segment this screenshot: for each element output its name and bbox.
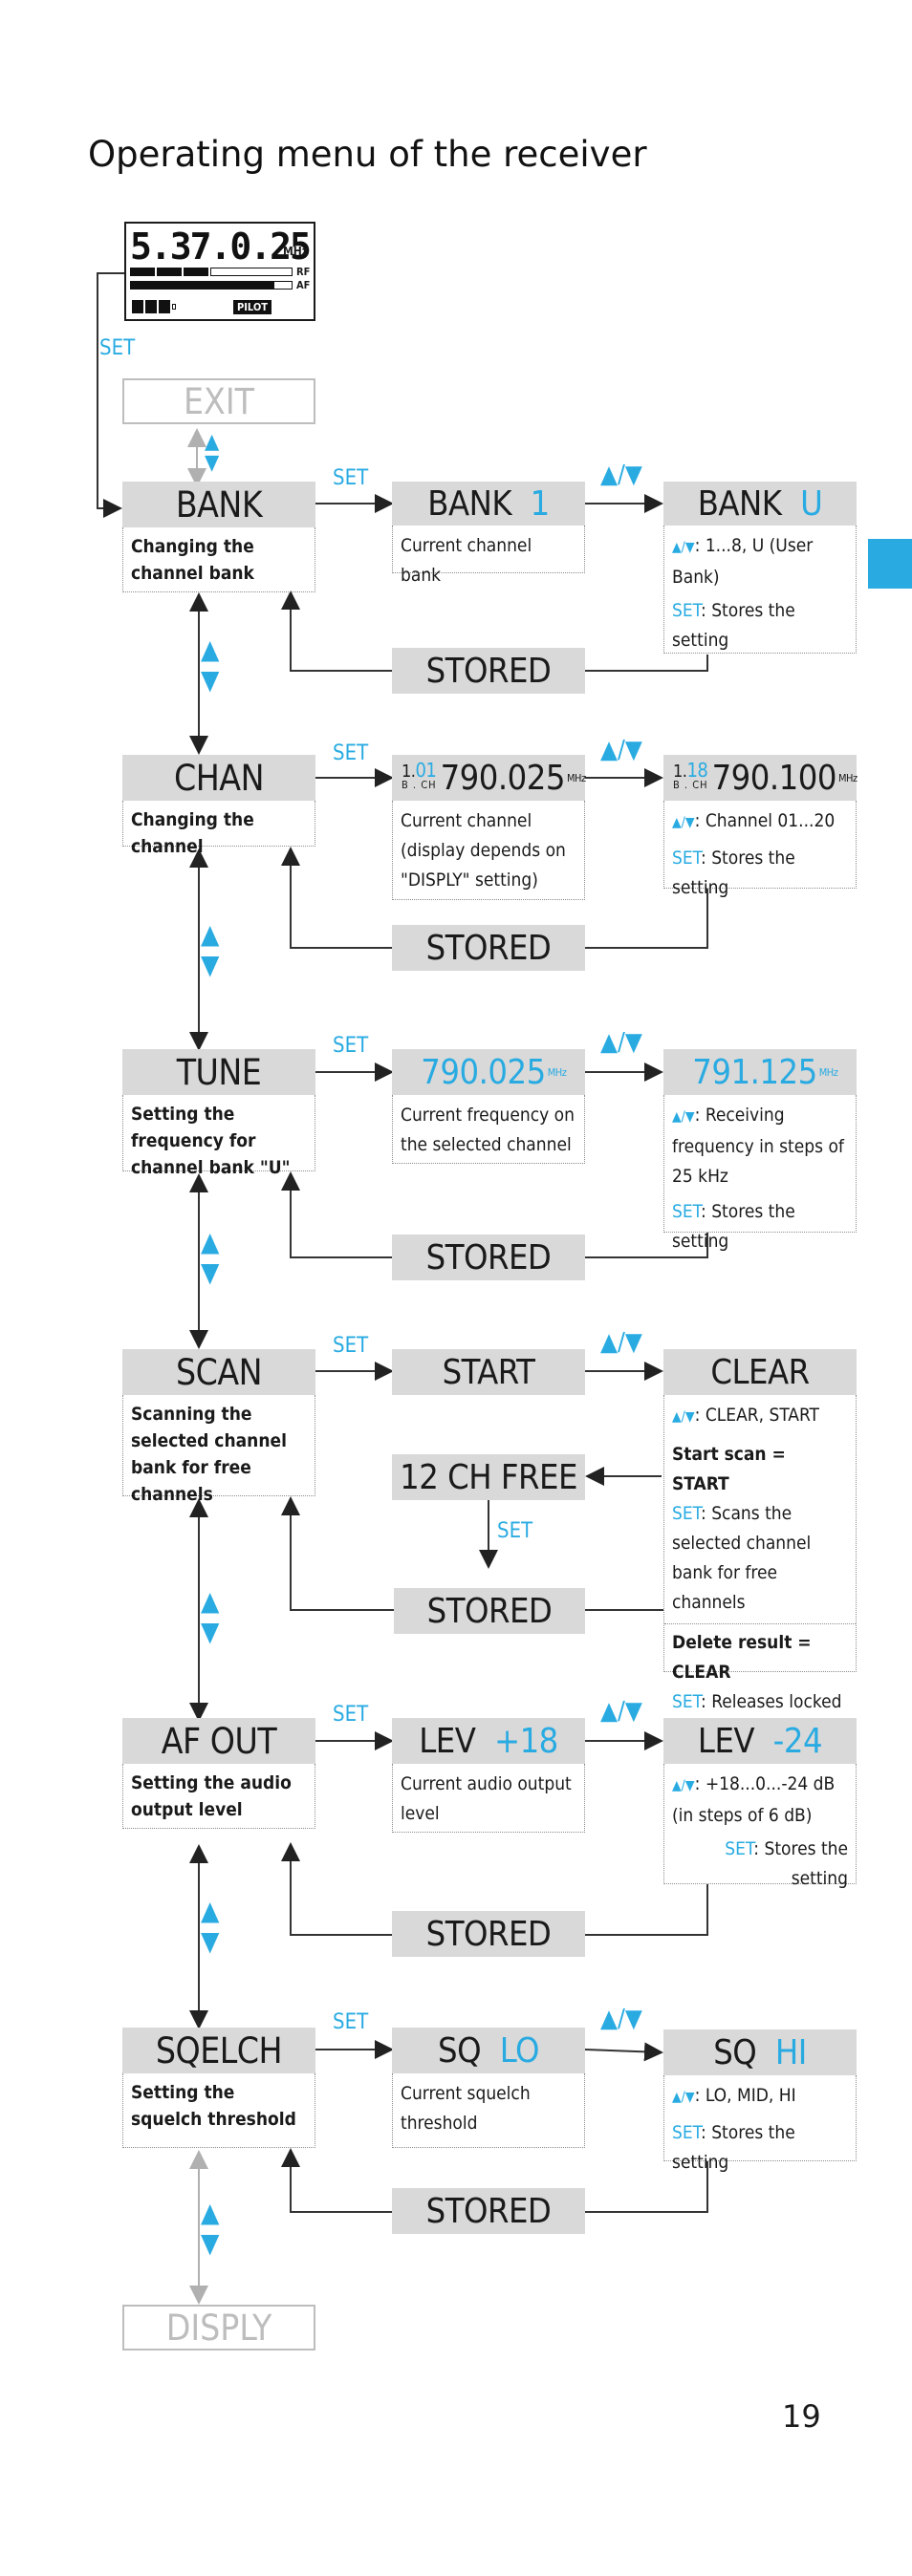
- scan-display-clear: CLEAR: [663, 1349, 857, 1395]
- afout-description: Setting the audio output level: [122, 1764, 315, 1829]
- display-rf: RF: [296, 266, 311, 278]
- bank-info-options: ▲/▼: 1...8, U (User Bank) SET: Stores th…: [663, 526, 857, 654]
- chan-info-current: Current channel (display depends on "DIS…: [392, 801, 585, 900]
- up-down-icon: ▲▼: [205, 430, 220, 475]
- chan-info-options: ▲/▼: Channel 01...20 SET: Stores the set…: [663, 801, 857, 898]
- bank-description: Changing the channel bank: [122, 527, 315, 592]
- set-label-lcd: SET: [99, 336, 136, 360]
- chan-stored: STORED: [392, 925, 585, 971]
- display-pilot: PILOT: [233, 300, 272, 314]
- set-label-bank: SET: [333, 466, 369, 490]
- tune-menu-item: TUNE: [122, 1049, 315, 1095]
- up-down-icon: ▲▼: [201, 633, 220, 696]
- scan-description: Scanning the selected channel bank for f…: [122, 1395, 315, 1505]
- tune-stored: STORED: [392, 1234, 585, 1280]
- scan-menu-item: SCAN: [122, 1349, 315, 1395]
- bank-stored: STORED: [392, 648, 585, 694]
- afout-info-options: ▲/▼: +18...0...-24 dB (in steps of 6 dB)…: [663, 1764, 857, 1889]
- bank-info-current: Current channel bank: [392, 526, 585, 586]
- up-down-icon: ▲/▼: [600, 1028, 642, 1057]
- scan-stored: STORED: [394, 1588, 585, 1634]
- display-frequency: 5.37.0.25: [130, 225, 312, 268]
- scan-info-options: ▲/▼: CLEAR, START Start scan = START SET…: [663, 1395, 857, 1742]
- afout-stored: STORED: [392, 1911, 585, 1957]
- display-af: AF: [296, 279, 311, 291]
- page-number: 19: [782, 2398, 821, 2435]
- sqelch-display-new: SQ HI: [663, 2029, 857, 2075]
- set-label-chan: SET: [333, 741, 369, 765]
- afout-info-current: Current audio output level: [392, 1764, 585, 1833]
- exit-menu-item: EXIT: [122, 378, 315, 424]
- up-down-icon: ▲▼: [201, 918, 220, 980]
- set-label-tune: SET: [333, 1034, 369, 1058]
- page-title: Operating menu of the receiver: [88, 134, 647, 175]
- set-label-scan-result: SET: [497, 1519, 533, 1543]
- chan-menu-item: CHAN: [122, 755, 315, 801]
- chapter-tab: [868, 539, 912, 589]
- scan-display-start: START: [392, 1349, 585, 1395]
- bank-menu-item: BANK: [122, 482, 315, 527]
- up-down-icon: ▲/▼: [600, 2005, 642, 2033]
- up-down-icon: ▲/▼: [600, 1328, 642, 1357]
- afout-menu-item: AF OUT: [122, 1718, 315, 1764]
- sqelch-menu-item: SQELCH: [122, 2028, 315, 2073]
- sqelch-info-options: ▲/▼: LO, MID, HI SET: Stores the setting: [663, 2075, 857, 2173]
- set-label-scan: SET: [333, 1334, 369, 1358]
- up-down-icon: ▲▼: [201, 1226, 220, 1288]
- up-down-icon: ▲▼: [201, 2197, 220, 2259]
- afout-display-current: LEV +18: [392, 1718, 585, 1764]
- sqelch-display-current: SQ LO: [392, 2028, 585, 2073]
- tune-description: Setting the frequency for channel bank "…: [122, 1095, 315, 1178]
- bank-display-new: BANK U: [663, 482, 857, 526]
- sqelch-description: Setting the squelch threshold: [122, 2073, 315, 2148]
- disply-menu-item: DISPLY: [122, 2305, 315, 2351]
- receiver-display: 5.37.0.25 MHz RF AF PILOT: [124, 222, 315, 321]
- tune-info-options: ▲/▼: Receiving frequency in steps of 25 …: [663, 1095, 857, 1252]
- scan-display-result: 12 CH FREE: [392, 1454, 585, 1500]
- sqelch-stored: STORED: [392, 2188, 585, 2234]
- tune-info-current: Current frequency on the selected channe…: [392, 1095, 585, 1164]
- set-label-sqelch: SET: [333, 2010, 369, 2034]
- afout-display-new: LEV -24: [663, 1718, 857, 1764]
- display-mhz: MHz: [283, 245, 309, 258]
- up-down-icon: ▲/▼: [600, 1697, 642, 1726]
- up-down-icon: ▲/▼: [600, 736, 642, 764]
- up-down-icon: ▲/▼: [600, 461, 642, 489]
- up-down-icon: ▲▼: [201, 1895, 220, 1957]
- up-down-icon: ▲▼: [201, 1585, 220, 1647]
- bank-display-current: BANK 1: [392, 482, 585, 526]
- set-label-afout: SET: [333, 1703, 369, 1727]
- chan-description: Changing the channel: [122, 801, 315, 857]
- sqelch-info-current: Current squelch threshold: [392, 2073, 585, 2148]
